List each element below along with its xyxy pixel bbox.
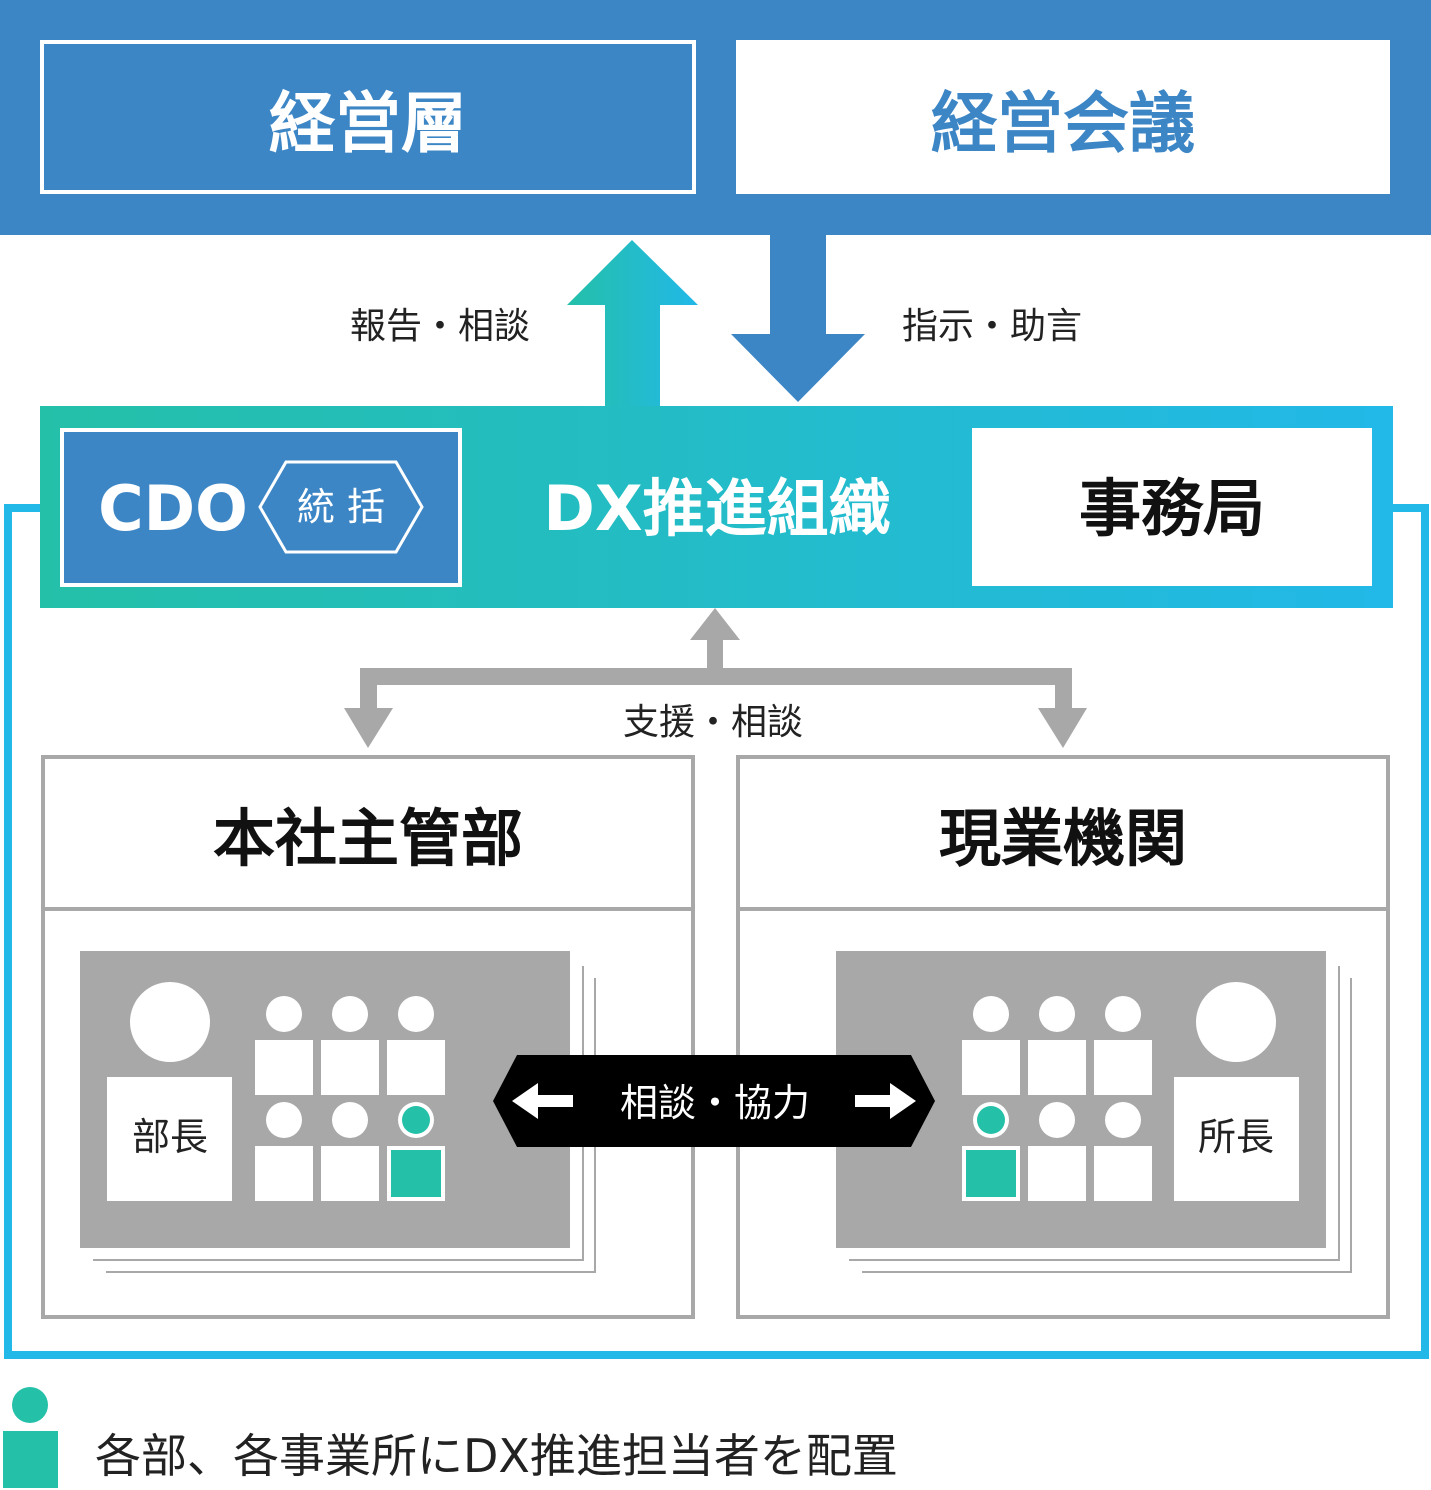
dx-org-band: CDO 統 括 DX推進組織 事務局 xyxy=(40,406,1393,608)
support-arrows xyxy=(344,608,1087,748)
hq-department-title: 本社主管部 xyxy=(213,802,523,875)
secretariat-label: 事務局 xyxy=(1079,472,1265,545)
oversee-hexagon xyxy=(258,460,424,554)
management-meeting-label: 経営会議 xyxy=(931,85,1195,162)
report-arrow xyxy=(567,240,698,410)
support-consult-label: 支援・相談 xyxy=(623,702,803,743)
management-band: 経営層 経営会議 xyxy=(0,0,1431,235)
legend-text: 各部、各事業所にDX推進担当者を配置 xyxy=(95,1429,898,1483)
dx-org-title: DX推進組織 xyxy=(543,472,890,545)
field-head-icon xyxy=(1196,982,1276,1062)
hq-dx-staff-icon xyxy=(387,1102,445,1201)
instruction-advice-label: 指示・助言 xyxy=(902,306,1082,347)
management-layer-label: 経営層 xyxy=(269,85,467,162)
field-department-title: 現業機関 xyxy=(939,802,1187,875)
report-consult-label: 報告・相談 xyxy=(350,306,530,347)
hq-department: 本社主管部 部長 xyxy=(41,755,695,1319)
management-meeting-box xyxy=(736,40,1390,194)
collaboration-label: 相談・協力 xyxy=(620,1081,810,1125)
oversee-label: 統 括 xyxy=(297,485,385,529)
field-department: 現業機関 所長 xyxy=(736,755,1390,1319)
hq-head-icon xyxy=(130,982,210,1062)
instruction-arrow xyxy=(731,234,865,402)
cdo-label: CDO xyxy=(98,472,248,545)
field-head-label: 所長 xyxy=(1198,1115,1274,1159)
legend: 各部、各事業所にDX推進担当者を配置 xyxy=(3,1387,898,1488)
dx-staff-legend-icon xyxy=(3,1387,58,1488)
hq-head-label: 部長 xyxy=(132,1115,208,1159)
right-arrow-icon xyxy=(855,1083,916,1119)
collaboration-badge: 相談・協力 xyxy=(493,1055,935,1147)
left-arrow-icon xyxy=(512,1083,573,1119)
field-dx-staff-icon xyxy=(962,1102,1020,1201)
management-layer-box xyxy=(40,40,696,194)
secretariat-box xyxy=(972,428,1372,586)
dx-network-frame xyxy=(4,504,1429,1359)
hq-members xyxy=(255,996,445,1201)
field-members xyxy=(962,996,1152,1201)
